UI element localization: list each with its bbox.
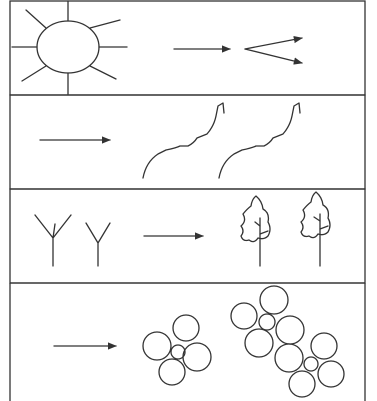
panel-sun bbox=[11, 0, 303, 95]
tree-icon bbox=[240, 195, 271, 267]
diverging-arrows-icon bbox=[244, 35, 303, 65]
sprout-icon bbox=[34, 214, 72, 267]
panel-plant-growth bbox=[34, 191, 331, 267]
panel-circle-clusters bbox=[53, 285, 345, 398]
sprout-icon bbox=[85, 222, 111, 267]
circle-cluster-small bbox=[142, 314, 212, 386]
jagged-branch-icon bbox=[218, 102, 301, 179]
jagged-branch-icon bbox=[142, 102, 225, 179]
panel-line-growth bbox=[39, 102, 301, 179]
sun-icon bbox=[11, 0, 128, 95]
panel-frames bbox=[9, 0, 366, 401]
circle-cluster-large bbox=[230, 285, 345, 398]
tree-icon bbox=[300, 191, 331, 267]
